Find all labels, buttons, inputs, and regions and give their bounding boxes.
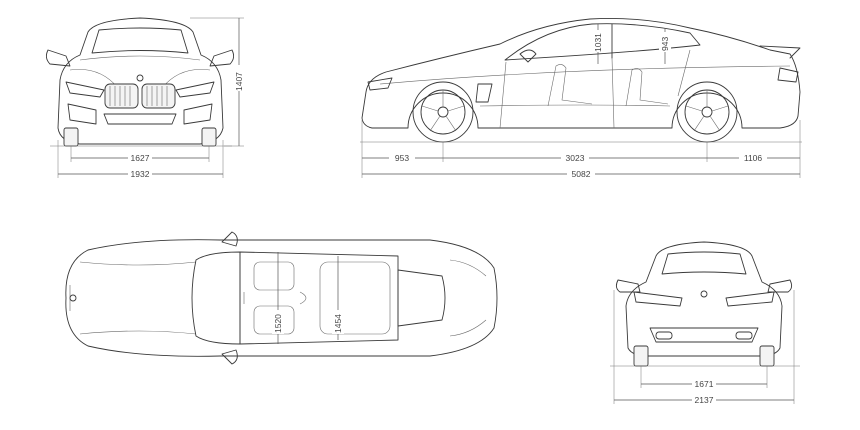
front-body-outline [57, 17, 224, 145]
front-windscreen [91, 27, 189, 54]
side-mirror [519, 49, 537, 63]
front-right-intake [183, 103, 213, 125]
front-left-tyre [63, 127, 79, 147]
rear-overhang-label: 1106 [744, 153, 763, 163]
front-width-label-bg [128, 168, 152, 179]
rear-left-exhaust [655, 331, 673, 340]
rear-right-exhaust [735, 331, 753, 340]
front-left-intake [67, 103, 97, 125]
width-mirrors-label-bg [692, 394, 716, 405]
front-headroom-label: 1031 [593, 33, 603, 52]
front-headroom-label-bg [592, 30, 604, 52]
top-center-console [243, 291, 307, 305]
rear-right-mirror [767, 279, 793, 293]
rear-right-tyre [759, 345, 775, 367]
rear-track-label: 1671 [695, 379, 714, 389]
side-headlight [367, 77, 393, 91]
side-rear-seat [625, 68, 669, 107]
top-rear-bench [319, 261, 391, 335]
rear-view: 1671 2137 [610, 241, 800, 405]
top-right-mirror [221, 349, 238, 365]
top-rear-window [397, 269, 446, 327]
top-rear-deck-lines [449, 259, 487, 337]
side-shoulder-line [379, 65, 791, 85]
rear-shoulder-label: 1454 [333, 314, 343, 333]
top-windscreen [191, 251, 241, 345]
front-left-mirror [45, 49, 71, 67]
width-mirrors-label: 2137 [695, 395, 714, 405]
wheelbase-label: 3023 [566, 153, 585, 163]
rear-window [661, 251, 747, 275]
rear-left-tyre [633, 345, 649, 367]
wheelbase-label-bg [561, 152, 589, 163]
rear-left-mirror [615, 279, 641, 293]
side-spoiler [759, 45, 801, 59]
side-taillight [777, 67, 799, 83]
height-label-bg [233, 65, 245, 91]
top-roof-outline [239, 251, 399, 345]
front-right-headlight [175, 81, 215, 98]
front-width-label: 1932 [131, 169, 150, 179]
length-label-bg [567, 168, 595, 179]
side-body-outline [361, 17, 801, 129]
front-badge-icon [136, 74, 144, 82]
rear-shoulder-label-bg [332, 310, 344, 334]
side-rear-wheel [676, 81, 738, 143]
rear-track-label-bg [692, 378, 716, 389]
side-sill-line [479, 104, 671, 107]
side-front-seat [547, 64, 593, 107]
top-body-outline [65, 239, 498, 357]
height-label: 1407 [234, 72, 244, 91]
side-view: 1031 943 953 3023 1106 5082 [360, 17, 802, 179]
front-overhang-label-bg [389, 152, 415, 163]
rear-body-outline [625, 241, 783, 357]
rear-badge-icon [700, 290, 708, 298]
side-air-breather [475, 83, 493, 103]
top-hood-creases [79, 261, 197, 335]
rear-overhang-label-bg [739, 152, 767, 163]
front-right-tyre [201, 127, 217, 147]
rear-right-taillight [725, 291, 775, 307]
front-hood-creases [69, 69, 211, 89]
front-shoulder-label-bg [272, 310, 284, 334]
front-shoulder-label: 1520 [273, 314, 283, 333]
front-track-label-bg [128, 152, 152, 163]
length-label: 5082 [572, 169, 591, 179]
front-lower-grille [103, 113, 177, 125]
rear-left-taillight [633, 291, 683, 307]
rear-headroom-label: 943 [660, 37, 670, 51]
front-overhang-label: 953 [395, 153, 409, 163]
front-hood-line [79, 55, 201, 61]
rear-headroom-label-bg [659, 32, 671, 52]
front-view: 1407 1627 1932 [45, 17, 245, 179]
front-left-headlight [65, 81, 105, 98]
side-front-wheel [412, 81, 474, 143]
top-left-mirror [221, 231, 238, 247]
front-grille-slats [109, 86, 168, 106]
front-right-mirror [209, 49, 235, 67]
top-badge-icon [69, 294, 77, 302]
top-view: 1520 1454 [65, 231, 498, 365]
top-front-left-seat [253, 261, 295, 291]
front-track-label: 1627 [131, 153, 150, 163]
rear-diffuser [649, 327, 759, 343]
